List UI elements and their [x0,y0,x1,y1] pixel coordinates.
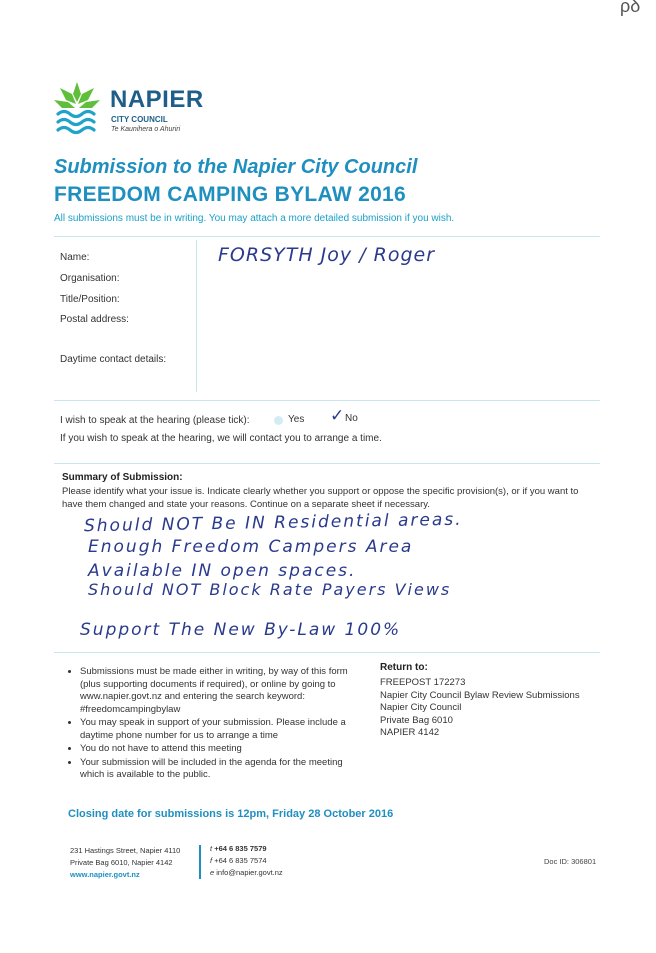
yes-label: Yes [288,414,305,425]
handwritten-line-4[interactable]: Should NOT Block Rate Payers Views [88,580,452,599]
return-line: Private Bag 6010 [380,714,453,726]
footer-fax: +64 6 835 7574 [214,856,267,865]
footer-street: 231 Hastings Street, Napier 4110 [70,846,181,855]
info-bullets: Submissions must be made either in writi… [66,666,356,783]
intro-text: All submissions must be in writing. You … [54,213,455,224]
bullet-item: You may speak in support of your submiss… [80,717,356,742]
footer-address: 231 Hastings Street, Napier 4110 Private… [70,845,180,881]
closing-date: Closing date for submissions is 12pm, Fr… [68,808,394,820]
footer-email[interactable]: info@napier.govt.nz [216,868,283,877]
hearing-note: If you wish to speak at the hearing, we … [60,433,382,444]
return-line: Napier City Council Bylaw Review Submiss… [380,689,580,701]
form-subtitle: FREEDOM CAMPING BYLAW 2016 [54,183,407,206]
no-tick-mark[interactable]: ✓ [330,406,345,426]
fax-prefix: f [210,856,213,865]
fields-top-border [54,236,600,237]
postal-address-label: Postal address: [60,314,129,325]
napier-logo-icon [54,82,100,135]
summary-heading: Summary of Submission: [62,472,183,483]
title-position-label: Title/Position: [60,294,120,305]
name-input[interactable]: FORSYTH Joy / Roger [218,244,436,266]
organisation-label: Organisation: [60,273,120,284]
footer-postal: Private Bag 6010, Napier 4142 [70,858,173,867]
no-label: No [345,413,358,424]
logo-name: NAPIER [110,86,204,113]
form-title: Submission to the Napier City Council [54,156,418,178]
return-line: Napier City Council [380,702,462,713]
daytime-contact-label: Daytime contact details: [60,354,167,365]
logo-tagline: Te Kaunihera o Ahuriri [111,126,181,133]
handwritten-line-1[interactable]: Should NOT Be IN Residential areas. [83,509,463,537]
summary-instructions: Please identify what your issue is. Indi… [62,486,579,510]
handwritten-line-2[interactable]: Enough Freedom Campers Area [88,537,414,557]
footer-contact: t +64 6 835 7579 f +64 6 835 7574 e info… [210,843,283,879]
return-line: FREEPOST 172273 [380,677,466,688]
hearing-question: I wish to speak at the hearing (please t… [60,415,250,426]
yes-radio[interactable] [274,416,283,425]
name-label: Name: [60,252,90,263]
return-to-heading: Return to: [380,662,428,673]
bullet-item: You do not have to attend this meeting [80,743,356,756]
email-prefix: e [210,868,215,877]
fields-bottom-border [54,400,600,401]
fields-divider [196,240,197,392]
logo-subtitle: CITY COUNCIL [111,115,168,124]
footer-divider [199,845,201,879]
bullet-item: Your submission will be included in the … [80,757,356,782]
handwritten-line-3[interactable]: Available IN open spaces. [88,561,357,581]
handwritten-line-5[interactable]: Support The New By-Law 100% [80,620,402,640]
footer-website-link[interactable]: www.napier.govt.nz [70,870,140,879]
return-line: NAPIER 4142 [380,727,440,738]
bullet-item: Submissions must be made either in writi… [80,666,356,716]
footer-phone: +64 6 835 7579 [214,844,267,853]
doc-id: Doc ID: 306801 [544,857,597,866]
corner-mark: ρδ [620,0,641,16]
phone-prefix: t [210,844,213,853]
return-to-block: Return to: FREEPOST 172273 Napier City C… [380,662,610,740]
summary-bottom-border [54,652,600,653]
summary-top-border [54,463,600,464]
council-logo: NAPIER CITY COUNCIL Te Kaunihera o Ahuri… [52,78,212,140]
